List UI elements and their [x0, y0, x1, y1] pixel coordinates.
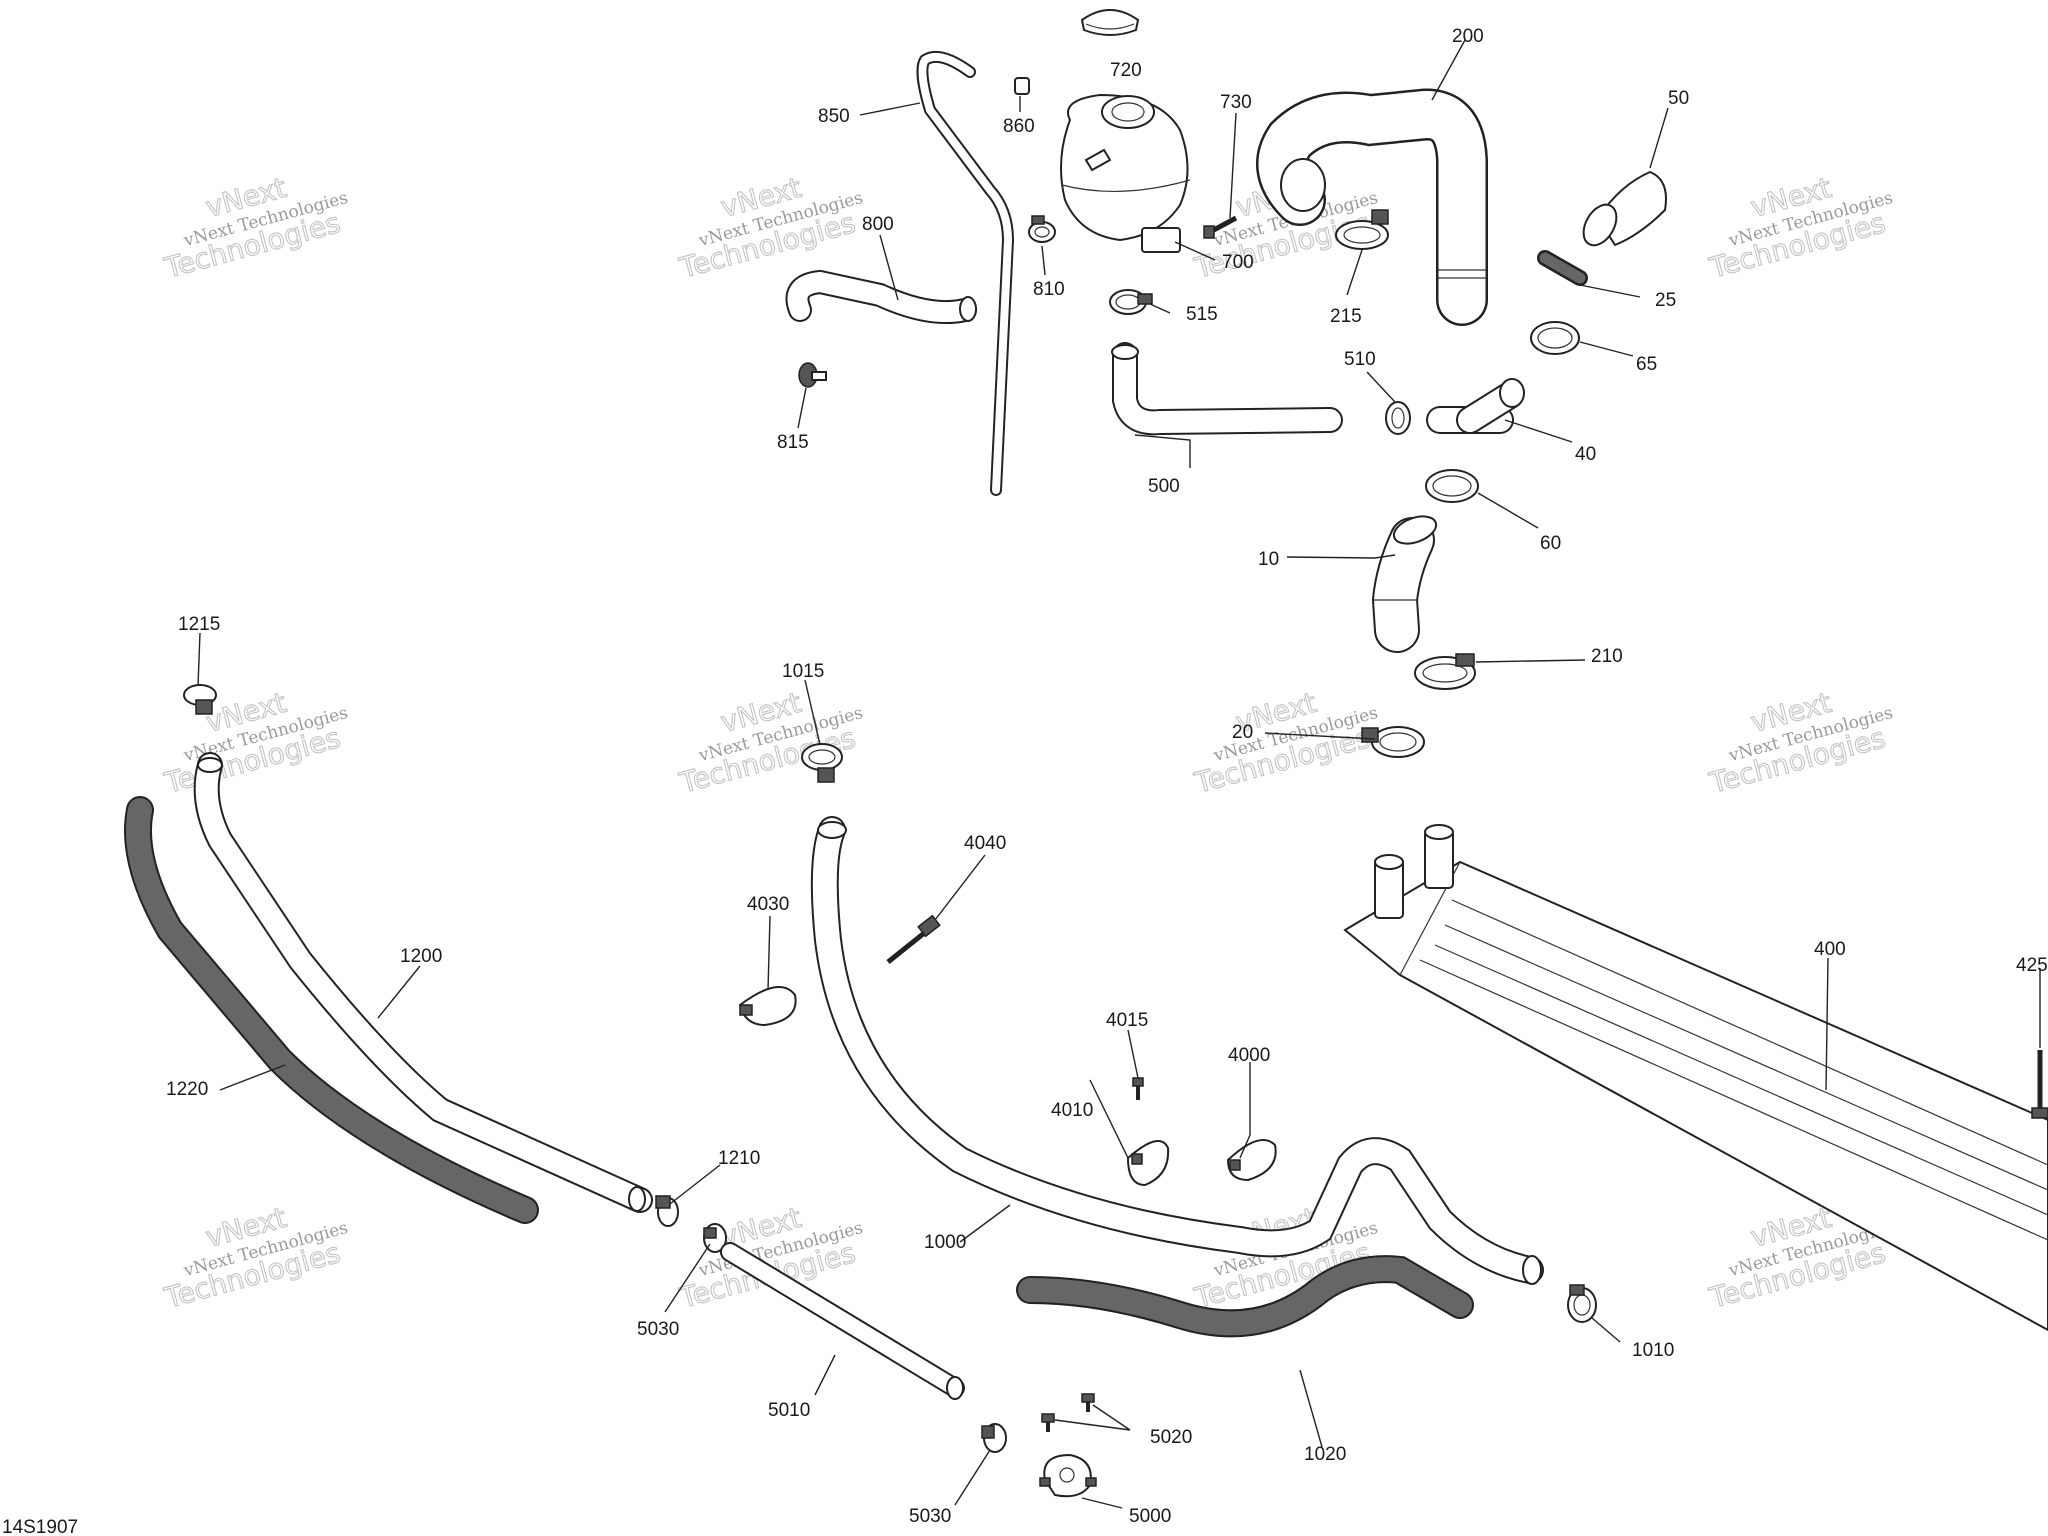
part-5020-screws	[1041, 1393, 1095, 1432]
part-4030-strap	[738, 986, 797, 1027]
part-800-hose	[785, 269, 977, 325]
callout-1215: 1215	[178, 614, 220, 635]
part-10-elbow-hose	[1371, 515, 1438, 653]
part-20-clamp	[1361, 726, 1425, 758]
callout-700: 700	[1222, 252, 1254, 273]
part-1220-corrugated-hose	[124, 796, 539, 1224]
watermark: vNext vNext Technologies Technologies	[160, 1200, 350, 1315]
callout-1220: 1220	[166, 1079, 208, 1100]
callout-40: 40	[1575, 444, 1596, 465]
part-1210-clamp	[655, 1195, 679, 1227]
callout-4010: 4010	[1051, 1100, 1093, 1121]
part-215-clamp	[1335, 209, 1389, 250]
callout-425: 425	[2016, 955, 2048, 976]
callout-720: 720	[1110, 60, 1142, 81]
part-510-clamp	[1385, 401, 1411, 435]
callout-10: 10	[1258, 549, 1279, 570]
callout-1210: 1210	[718, 1148, 760, 1169]
part-40-tee	[1426, 378, 1525, 434]
callout-20: 20	[1232, 722, 1253, 743]
callout-200: 200	[1452, 26, 1484, 47]
part-60-clamp	[1425, 469, 1479, 503]
callout-50: 50	[1668, 88, 1689, 109]
watermark: vNext vNext Technologies Technologies	[160, 685, 350, 800]
callout-500: 500	[1148, 476, 1180, 497]
callout-65: 65	[1636, 354, 1657, 375]
part-815-clamp	[798, 362, 827, 388]
part-5030-clamp-lower	[981, 1423, 1007, 1453]
watermark: vNext vNext Technologies Technologies	[675, 170, 865, 285]
watermark: vNext vNext Technologies Technologies	[1705, 170, 1895, 285]
callout-5030-upper: 5030	[637, 1319, 679, 1340]
callout-815: 815	[777, 432, 809, 453]
part-4015-screw	[1132, 1077, 1144, 1100]
callout-800: 800	[862, 214, 894, 235]
callout-510: 510	[1344, 349, 1376, 370]
part-515-clamp	[1109, 289, 1153, 315]
part-4010-strap	[1126, 1139, 1170, 1187]
part-1000-hose	[810, 816, 1544, 1285]
part-25-fitting	[1537, 250, 1588, 286]
part-4040-sensor	[886, 914, 941, 964]
watermark: vNext vNext Technologies Technologies	[675, 1200, 865, 1315]
callout-210: 210	[1591, 646, 1623, 667]
part-720-cap	[1080, 9, 1140, 36]
part-1010-clamp	[1567, 1284, 1597, 1323]
watermark: vNext vNext Technologies Technologies	[675, 685, 865, 800]
leader-lines	[197, 39, 2041, 1509]
part-1020-corrugated-hose	[1016, 1255, 1474, 1338]
callout-1200: 1200	[400, 946, 442, 967]
callout-1020: 1020	[1304, 1444, 1346, 1465]
callout-215: 215	[1330, 306, 1362, 327]
part-4000-strap	[1226, 1139, 1277, 1182]
callout-5000: 5000	[1129, 1506, 1171, 1527]
callout-25: 25	[1655, 290, 1676, 311]
callout-5020: 5020	[1150, 1427, 1192, 1448]
part-1200-hose	[193, 752, 653, 1213]
callout-5030-lower: 5030	[909, 1506, 951, 1527]
callout-400: 400	[1814, 939, 1846, 960]
part-860-clip	[1014, 77, 1030, 95]
part-50-elbow	[1582, 170, 1667, 247]
part-210-clamp	[1414, 653, 1476, 690]
callout-labels: 850 860 720 730 200 50 800 810 700 215 2…	[2, 26, 2048, 1536]
watermark: vNext vNext Technologies Technologies	[160, 170, 350, 285]
part-700-expansion-tank	[1060, 93, 1191, 253]
callout-860: 860	[1003, 116, 1035, 137]
parts	[124, 9, 2048, 1498]
part-1015-clamp	[801, 743, 843, 783]
watermark: vNext vNext Technologies Technologies	[1705, 685, 1895, 800]
watermark: vNext vNext Technologies Technologies	[1190, 685, 1380, 800]
callout-1015: 1015	[782, 661, 824, 682]
part-400-radiator	[1343, 824, 2048, 1332]
callout-4040: 4040	[964, 833, 1006, 854]
part-1215-clamp	[183, 684, 217, 715]
callout-60: 60	[1540, 533, 1561, 554]
callout-810: 810	[1033, 279, 1065, 300]
callout-1010: 1010	[1632, 1340, 1674, 1361]
callout-4015: 4015	[1106, 1010, 1148, 1031]
callout-4000: 4000	[1228, 1045, 1270, 1066]
part-730-screw	[1203, 215, 1238, 239]
part-850-overflow-tube	[916, 51, 1015, 496]
callout-850: 850	[818, 106, 850, 127]
part-200-hose	[1256, 88, 1488, 326]
diagram-code: 14S1907	[2, 1517, 78, 1536]
callout-5010: 5010	[768, 1400, 810, 1421]
part-810-clamp	[1028, 215, 1056, 243]
part-5010-tube	[720, 1242, 965, 1400]
callout-1000: 1000	[924, 1232, 966, 1253]
callout-4030: 4030	[747, 894, 789, 915]
part-5000-bracket	[1039, 1453, 1097, 1498]
callout-515: 515	[1186, 304, 1218, 325]
part-65-clamp	[1530, 321, 1580, 355]
part-425-bolt	[2031, 1050, 2048, 1119]
part-500-hose	[1111, 342, 1343, 436]
callout-730: 730	[1220, 92, 1252, 113]
